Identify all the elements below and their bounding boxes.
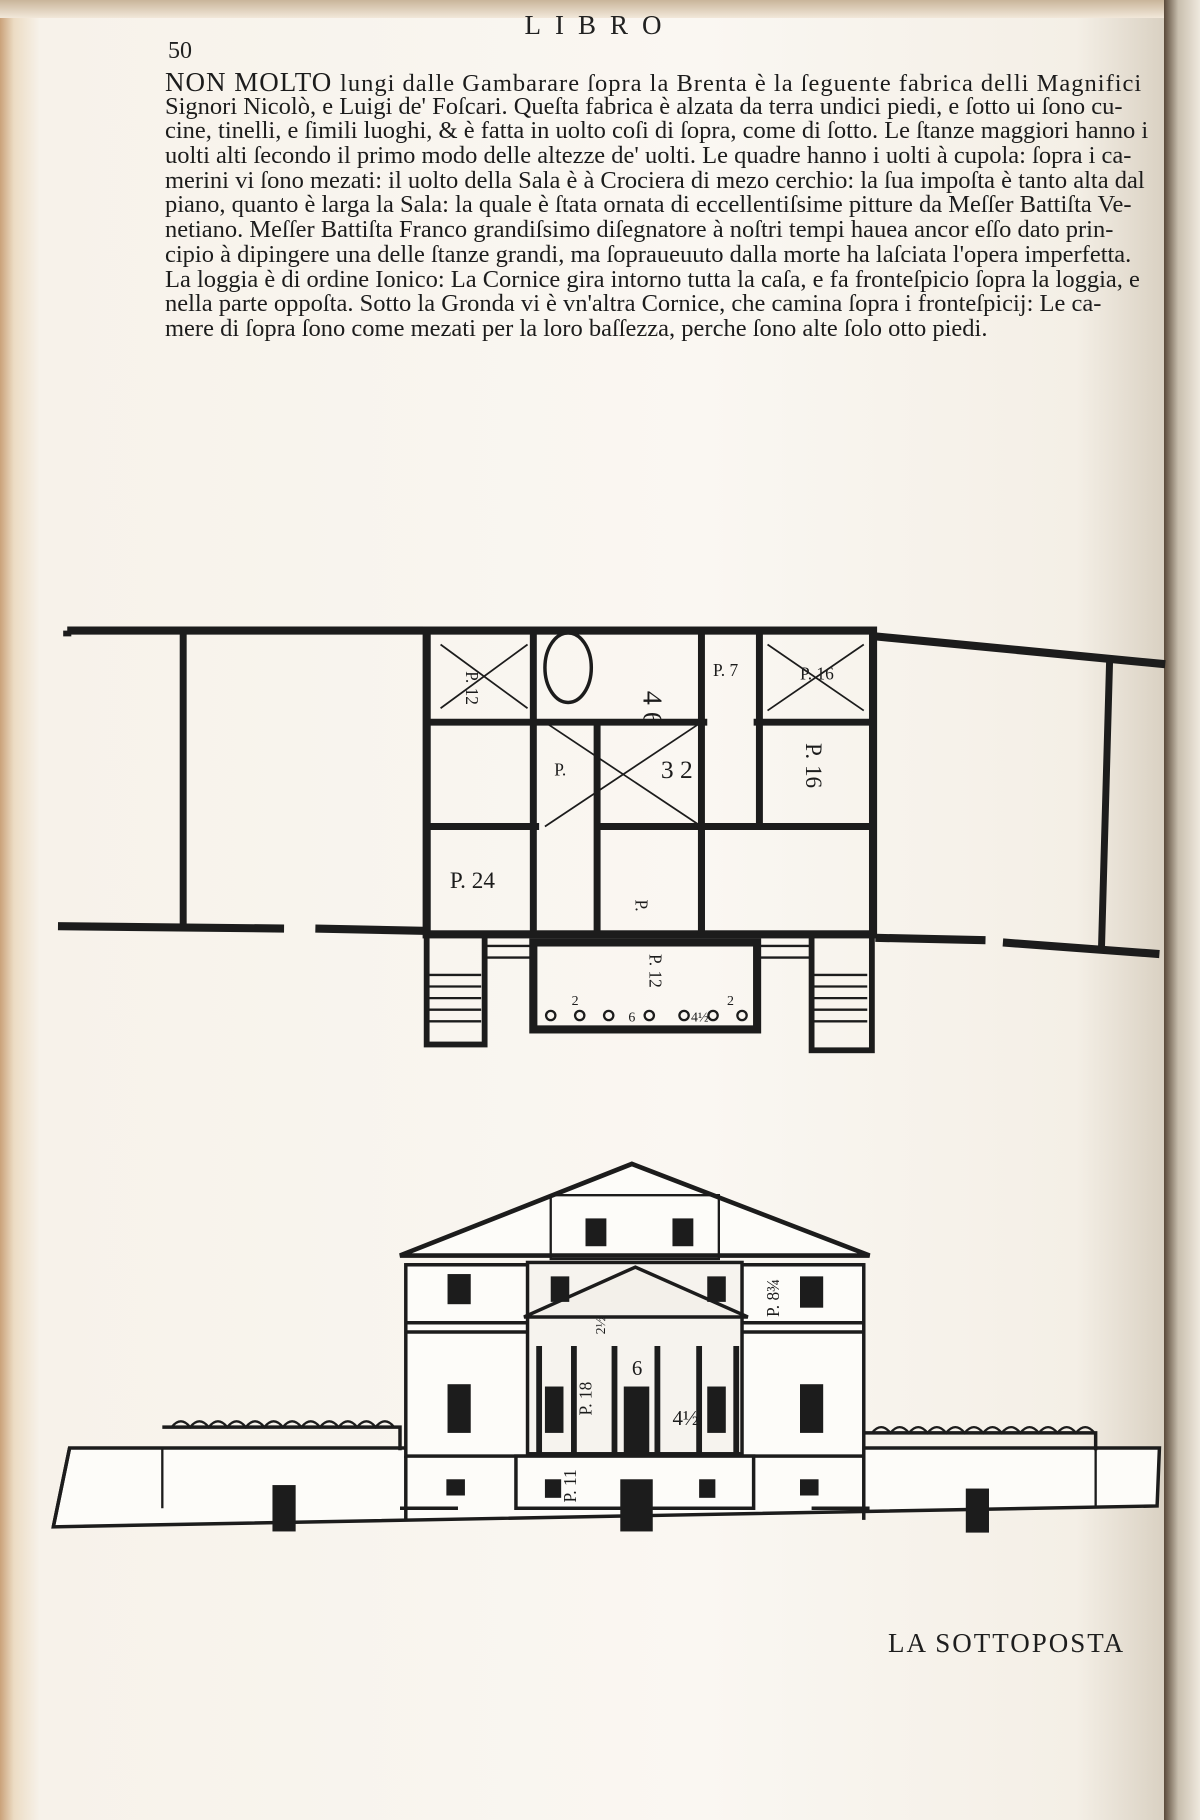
catchword: LA SOTTOPOSTA	[888, 1628, 1126, 1658]
text-line-content: lungi dalle Gambarare ſopra la Brenta è …	[340, 70, 1143, 97]
text-line: piano, quanto è larga la Sala: la quale …	[165, 191, 1132, 219]
elevation-label: P. 8¾	[764, 1279, 783, 1317]
text-line: nella parte oppoſta. Sotto la Gronda vi …	[165, 290, 1102, 318]
elevation-label: 6	[632, 1356, 642, 1380]
book-binding	[1164, 0, 1200, 1820]
elevation-drawing	[51, 1161, 1162, 1533]
elevation-label: P. 11	[561, 1469, 580, 1502]
plan-label: P. 12	[645, 954, 664, 988]
plan-label: 2	[727, 994, 734, 1009]
elevation-label: 2½	[594, 1317, 609, 1334]
plan-label: P. 24	[450, 868, 495, 894]
plan-label: P.	[631, 900, 650, 912]
plan-label: 4½	[691, 1010, 708, 1025]
floor-plan	[57, 626, 1166, 1054]
running-title: LIBRO	[524, 10, 676, 40]
body-text: NON MOLTO lungi dalle Gambarare ſopra la…	[165, 67, 1165, 342]
plan-label: P. 12	[462, 671, 481, 705]
plan-label: 2	[572, 994, 579, 1009]
text-line: uolti alti ſecondo il primo modo delle a…	[165, 142, 1132, 170]
elevation-label: P. 18	[576, 1381, 595, 1415]
elevation-label: 4½	[672, 1406, 698, 1430]
page-top-edge	[0, 0, 1170, 18]
text-line: netiano. Meſſer Battiſta Franco grandiſs…	[165, 216, 1114, 244]
text-line: NON MOLTO lungi dalle Gambarare ſopra la…	[165, 67, 1165, 97]
text-line: cipio à dipingere una delle ſtanze grand…	[165, 240, 1132, 268]
text-line: Signori Nicolò, e Luigi de' Foſcari. Que…	[165, 92, 1123, 120]
text-line: La loggia è di ordine Ionico: La Cornice…	[165, 265, 1140, 293]
plan-label: P. 16	[800, 664, 834, 683]
plan-label: P. 16	[800, 743, 826, 788]
plan-label: P. 7	[713, 661, 738, 680]
text-line: merini vi ſono mezati: il uolto della Sa…	[165, 166, 1145, 194]
lead-words: NON MOLTO	[165, 67, 333, 97]
plan-label: P.	[554, 761, 566, 780]
page-number: 50	[168, 38, 192, 64]
plan-label: 6	[628, 1010, 635, 1025]
plan-label: 4 6	[636, 691, 667, 726]
text-line: cine, tinelli, e ſimili luoghi, & è fatt…	[165, 117, 1149, 145]
text-line: mere di ſopra ſono come mezati per la lo…	[165, 314, 988, 342]
plan-label: 3 2	[661, 755, 693, 784]
plan-labels: P. 12 P. 7 P. 16 4 6 3 2 P. P. 16 P. 24 …	[450, 661, 834, 1026]
elevation-labels: P. 8¾ P. 18 6 4½ P. 11 2½	[561, 1279, 783, 1503]
